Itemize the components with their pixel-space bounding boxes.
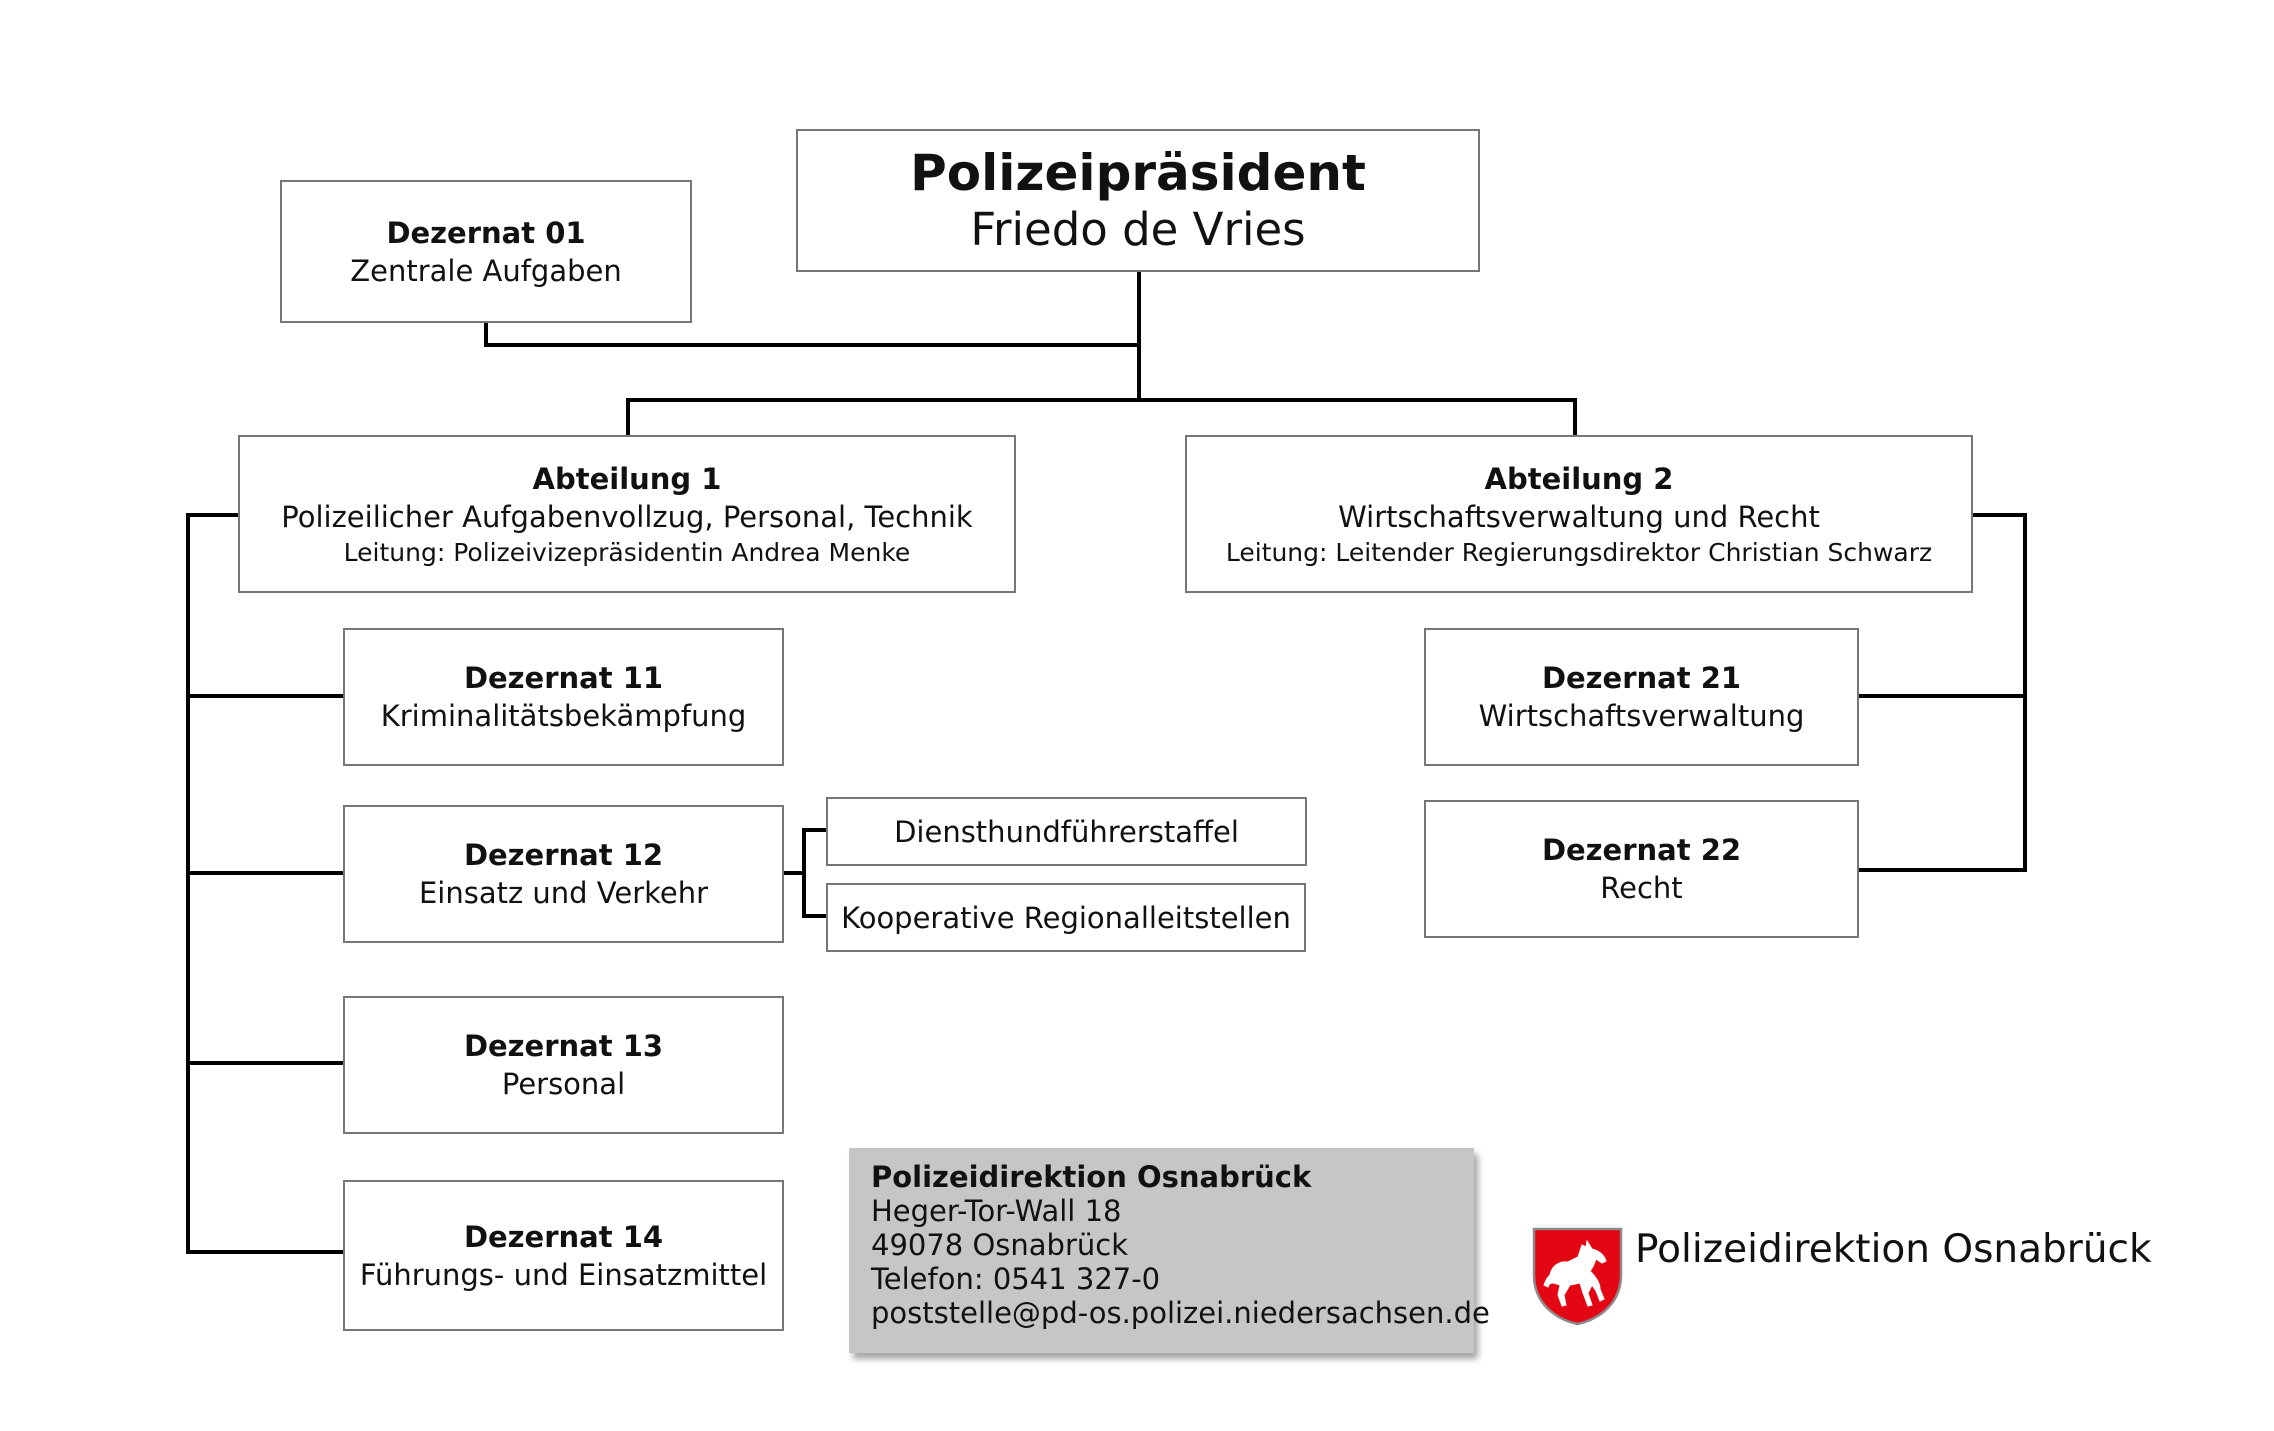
dezernat-14-title: Dezernat 14 xyxy=(463,1219,664,1254)
president-box: Polizeipräsident Friedo de Vries xyxy=(796,129,1480,272)
dezernat-21-title: Dezernat 21 xyxy=(1541,661,1742,695)
dezernat-21-box: Dezernat 21 Wirtschaftsverwaltung xyxy=(1424,628,1859,766)
address-email: poststelle@pd-os.polizei.niedersachsen.d… xyxy=(871,1296,1490,1330)
dezernat-12-subtitle: Einsatz und Verkehr xyxy=(418,876,709,910)
dezernat-13-subtitle: Personal xyxy=(501,1067,626,1101)
diensthund-label: Diensthundführerstaffel xyxy=(894,814,1239,849)
dezernat-12-title: Dezernat 12 xyxy=(463,838,664,872)
dezernat-11-title: Dezernat 11 xyxy=(463,661,664,695)
kooperative-label: Kooperative Regionalleitstellen xyxy=(841,900,1291,935)
address-phone: Telefon: 0541 327-0 xyxy=(871,1262,1161,1296)
abteilung-1-title: Abteilung 1 xyxy=(532,461,722,496)
dezernat-01-box: Dezernat 01 Zentrale Aufgaben xyxy=(280,180,692,323)
brand-name: Polizeidirektion Osnabrück xyxy=(1635,1227,2152,1272)
lower-saxony-horse-crest-icon xyxy=(1532,1227,1623,1326)
abteilung-2-subtitle: Wirtschaftsverwaltung und Recht xyxy=(1338,499,1820,534)
address-city: 49078 Osnabrück xyxy=(871,1228,1129,1262)
president-name: Friedo de Vries xyxy=(970,202,1306,256)
dezernat-01-subtitle: Zentrale Aufgaben xyxy=(350,253,622,288)
address-block: Polizeidirektion Osnabrück Heger-Tor-Wal… xyxy=(849,1148,1490,1353)
dezernat-13-title: Dezernat 13 xyxy=(463,1029,664,1063)
dezernat-13-box: Dezernat 13 Personal xyxy=(343,996,784,1134)
dezernat-21-subtitle: Wirtschaftsverwaltung xyxy=(1478,699,1805,733)
address-name: Polizeidirektion Osnabrück xyxy=(871,1160,1312,1194)
president-title: Polizeipräsident xyxy=(910,143,1366,202)
dezernat-22-title: Dezernat 22 xyxy=(1541,833,1742,867)
abteilung-2-title: Abteilung 2 xyxy=(1484,461,1674,496)
kooperative-box: Kooperative Regionalleitstellen xyxy=(826,883,1306,952)
dezernat-14-subtitle: Führungs- und Einsatzmittel xyxy=(359,1257,768,1292)
dezernat-22-box: Dezernat 22 Recht xyxy=(1424,800,1859,938)
abteilung-1-subtitle: Polizeilicher Aufgabenvollzug, Personal,… xyxy=(281,499,973,534)
abteilung-1-leitung: Leitung: Polizeivizepräsidentin Andrea M… xyxy=(343,537,911,567)
dezernat-01-title: Dezernat 01 xyxy=(386,215,586,250)
dezernat-14-box: Dezernat 14 Führungs- und Einsatzmittel xyxy=(343,1180,784,1331)
diensthund-box: Diensthundführerstaffel xyxy=(826,797,1307,866)
address-street: Heger-Tor-Wall 18 xyxy=(871,1194,1122,1228)
abteilung-1-box: Abteilung 1 Polizeilicher Aufgabenvollzu… xyxy=(238,435,1016,593)
dezernat-11-box: Dezernat 11 Kriminalitätsbekämpfung xyxy=(343,628,784,766)
abteilung-2-leitung: Leitung: Leitender Regierungsdirektor Ch… xyxy=(1225,537,1933,567)
dezernat-11-subtitle: Kriminalitätsbekämpfung xyxy=(380,699,747,733)
dezernat-12-box: Dezernat 12 Einsatz und Verkehr xyxy=(343,805,784,943)
abteilung-2-box: Abteilung 2 Wirtschaftsverwaltung und Re… xyxy=(1185,435,1973,593)
dezernat-22-subtitle: Recht xyxy=(1600,871,1683,905)
